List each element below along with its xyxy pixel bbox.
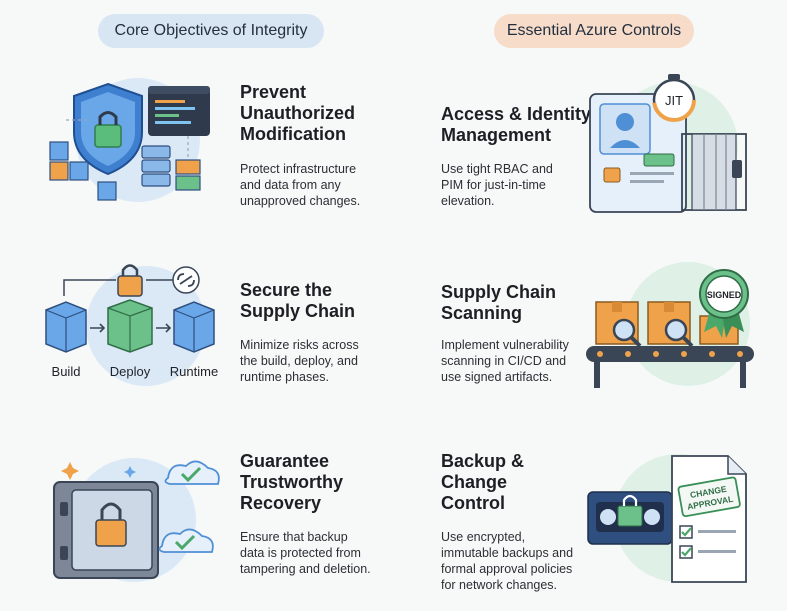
stage-deploy: Deploy (110, 364, 151, 379)
desc-line: Protect infrastructure (240, 162, 357, 176)
id-card-gate-timer-icon: JIT (589, 74, 747, 213)
title-line: Recovery (240, 493, 322, 513)
objective-title: Secure the Supply Chain (240, 280, 355, 322)
stage-build: Build (52, 364, 81, 379)
title-line: Change (441, 472, 508, 492)
desc-line: and data from any (240, 178, 341, 192)
signed-badge-label: SIGNED (707, 290, 742, 300)
title-line: Control (441, 493, 505, 513)
objective-title: Guarantee Trustworthy Recovery (240, 451, 343, 514)
objective-title: Prevent Unauthorized Modification (240, 82, 355, 145)
stage-runtime: Runtime (170, 364, 218, 379)
desc-line: Ensure that backup (240, 530, 348, 544)
control-description: Implement vulnerability scanning in CI/C… (441, 337, 569, 385)
desc-line: the build, deploy, and (240, 354, 358, 368)
title-line: Management (441, 125, 552, 145)
title-line: Scanning (441, 303, 523, 323)
desc-line: data is protected from (240, 546, 361, 560)
control-title: Supply Chain Scanning (441, 282, 556, 324)
title-line: Secure the (240, 280, 333, 300)
title-line: Supply Chain (240, 301, 356, 321)
desc-line: Minimize risks across (240, 338, 359, 352)
title-line: Trustworthy (240, 472, 344, 492)
control-description: Use encrypted, immutable backups and for… (441, 529, 573, 593)
desc-line: scanning in CI/CD and (441, 354, 567, 368)
control-title: Access & Identity Management (441, 104, 591, 146)
title-line: Unauthorized (240, 103, 355, 123)
desc-line: for network changes. (441, 578, 558, 592)
vault-cloud-icon (53, 458, 220, 582)
title-line: Backup & (441, 451, 525, 471)
desc-line: Use tight RBAC and (441, 162, 553, 176)
title-line: Prevent (240, 82, 307, 102)
desc-line: immutable backups and (441, 546, 574, 560)
objective-description: Minimize risks across the build, deploy,… (240, 337, 359, 385)
title-line: Supply Chain (441, 282, 557, 302)
left-column-header: Core Objectives of Integrity (98, 14, 324, 48)
pipeline-boxes-icon: Build Deploy Runtime (45, 264, 218, 386)
desc-line: runtime phases. (240, 370, 329, 384)
title-line: Modification (240, 124, 346, 144)
desc-line: Use encrypted, (441, 530, 526, 544)
desc-line: elevation. (441, 194, 495, 208)
control-description: Use tight RBAC and PIM for just-in-time … (441, 161, 553, 209)
shield-lock-servers-icon (49, 78, 210, 202)
title-line: Access & Identity (441, 104, 592, 124)
objective-description: Ensure that backup data is protected fro… (240, 529, 371, 577)
jit-label: JIT (665, 93, 683, 108)
conveyor-scan-icon: SIGNED (586, 262, 754, 388)
desc-line: use signed artifacts. (441, 370, 553, 384)
title-line: Guarantee (240, 451, 330, 471)
desc-line: Implement vulnerability (441, 338, 569, 352)
tape-approval-icon: CHANGE APPROVAL (587, 454, 747, 583)
objective-description: Protect infrastructure and data from any… (240, 161, 360, 209)
desc-line: tampering and deletion. (240, 562, 371, 576)
desc-line: PIM for just-in-time (441, 178, 546, 192)
right-column-header: Essential Azure Controls (494, 14, 694, 48)
control-title: Backup & Change Control (441, 451, 524, 514)
desc-line: formal approval policies (441, 562, 573, 576)
desc-line: unapproved changes. (240, 194, 361, 208)
